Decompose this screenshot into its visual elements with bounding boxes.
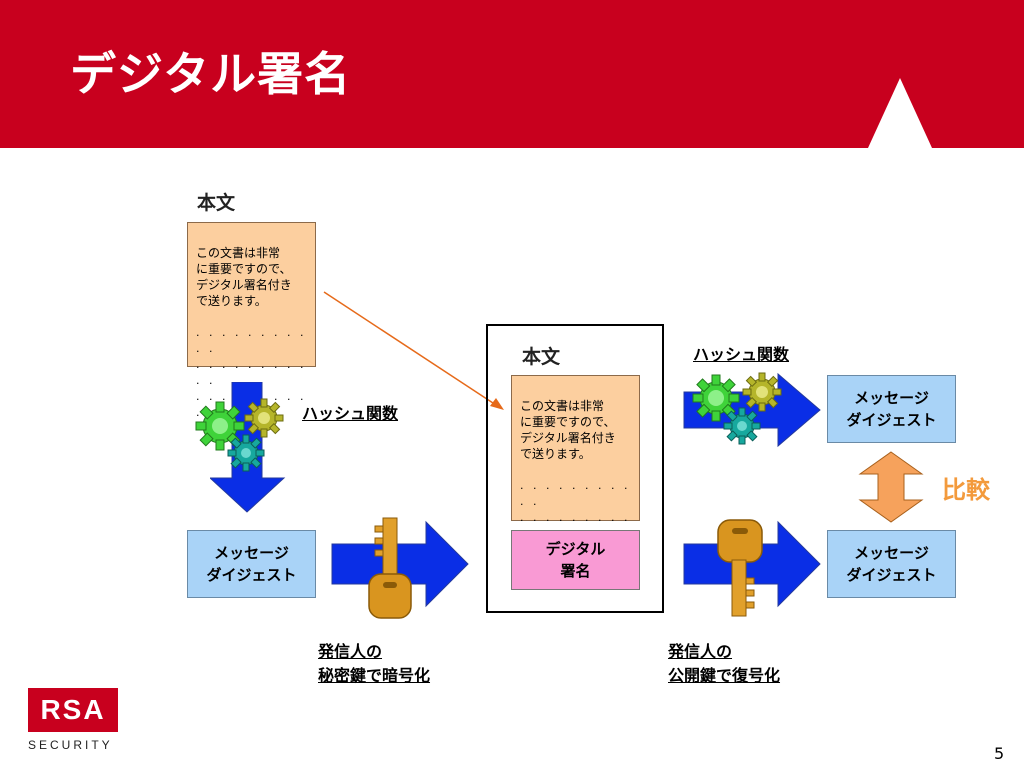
center-doc-heading: 本文 [522, 346, 561, 368]
signed-message-package [486, 324, 664, 613]
right-hash-gears-icon [692, 372, 782, 445]
sign-arrow [331, 520, 469, 608]
left-doc-heading: 本文 [197, 192, 236, 214]
public-key-icon [717, 519, 763, 617]
copy-connector-line [323, 291, 504, 410]
banner-peak-shape [868, 78, 932, 148]
digital-signature-box: デジタル 署名 [511, 530, 640, 590]
right-top-message-digest: メッセージ ダイジェスト [827, 375, 956, 443]
compare-double-arrow [858, 451, 924, 523]
hash-gears-icon [195, 398, 284, 472]
rsa-logo: RSA [28, 688, 118, 732]
compare-label: 比較 [942, 476, 990, 504]
title-banner [0, 0, 1024, 148]
rsa-logo-text: RSA [40, 694, 106, 725]
left-document: この文書は非常 に重要ですので、 デジタル署名付き で送ります。 . . . .… [187, 222, 316, 419]
slide-title: デジタル署名 [70, 47, 352, 101]
verify-label: 発信人の 公開鍵で復号化 [668, 642, 781, 685]
verify-arrow [683, 520, 821, 608]
right-bottom-message-digest: メッセージ ダイジェスト [827, 530, 956, 598]
private-key-icon [368, 517, 412, 619]
left-document-text: この文書は非常 に重要ですので、 デジタル署名付き で送ります。 [196, 246, 292, 308]
rsa-logo-subtext: SECURITY [28, 738, 113, 752]
left-hash-label: ハッシュ関数 [302, 404, 399, 423]
center-document-text: この文書は非常 に重要ですので、 デジタル署名付き で送ります。 [520, 399, 616, 461]
right-hash-label: ハッシュ関数 [693, 345, 790, 364]
center-document: この文書は非常 に重要ですので、 デジタル署名付き で送ります。 . . . .… [511, 375, 640, 572]
page-number: 5 [994, 744, 1005, 763]
sign-label: 発信人の 秘密鍵で暗号化 [318, 642, 431, 685]
left-message-digest: メッセージ ダイジェスト [187, 530, 316, 598]
